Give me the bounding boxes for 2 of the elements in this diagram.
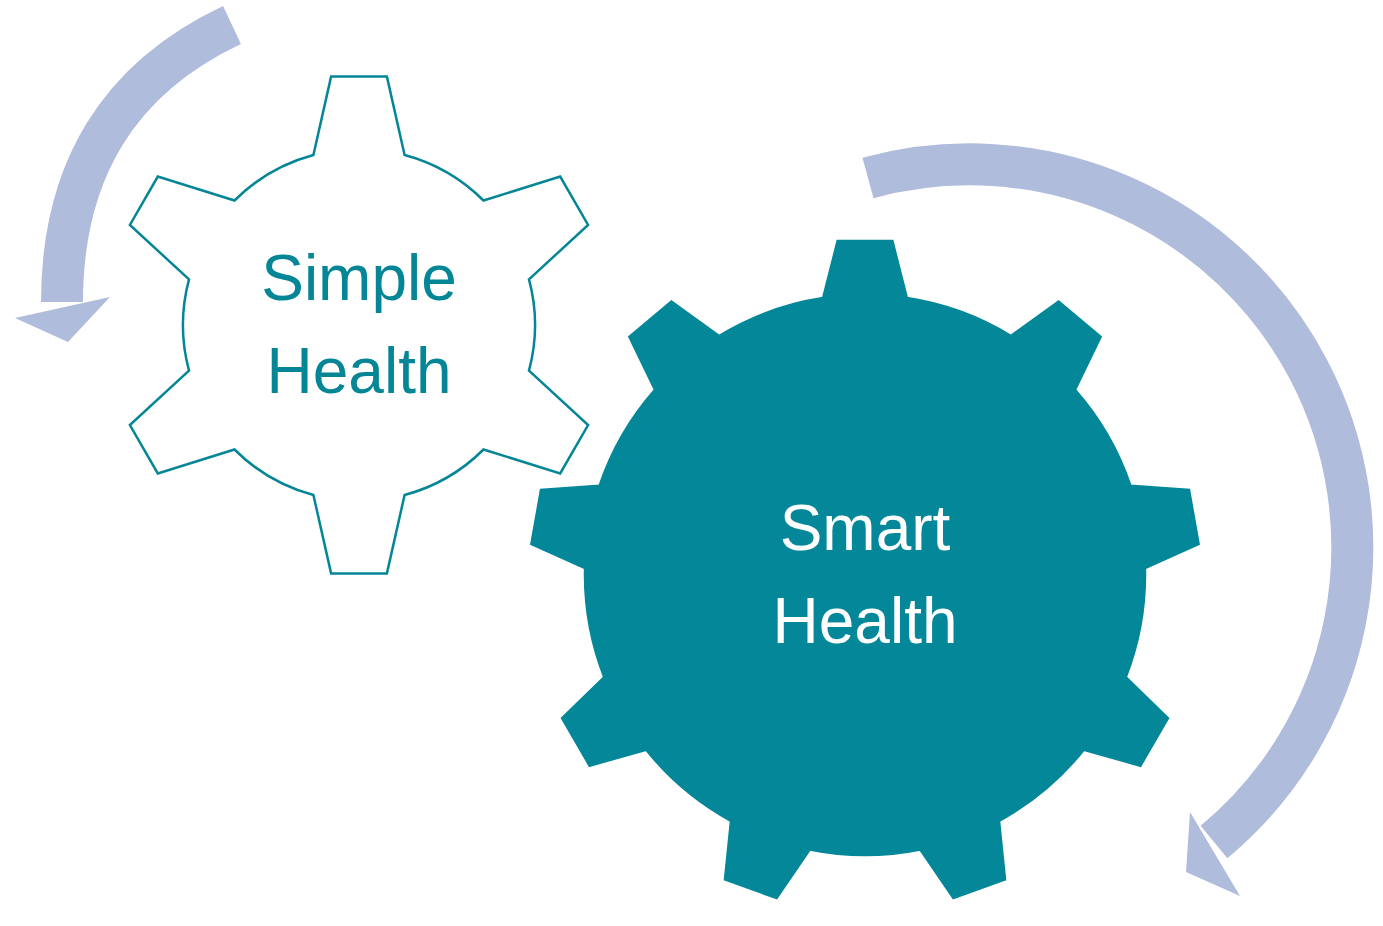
gear-label: Smart Health bbox=[771, 491, 959, 659]
gear-label: Simple Health bbox=[260, 241, 458, 409]
